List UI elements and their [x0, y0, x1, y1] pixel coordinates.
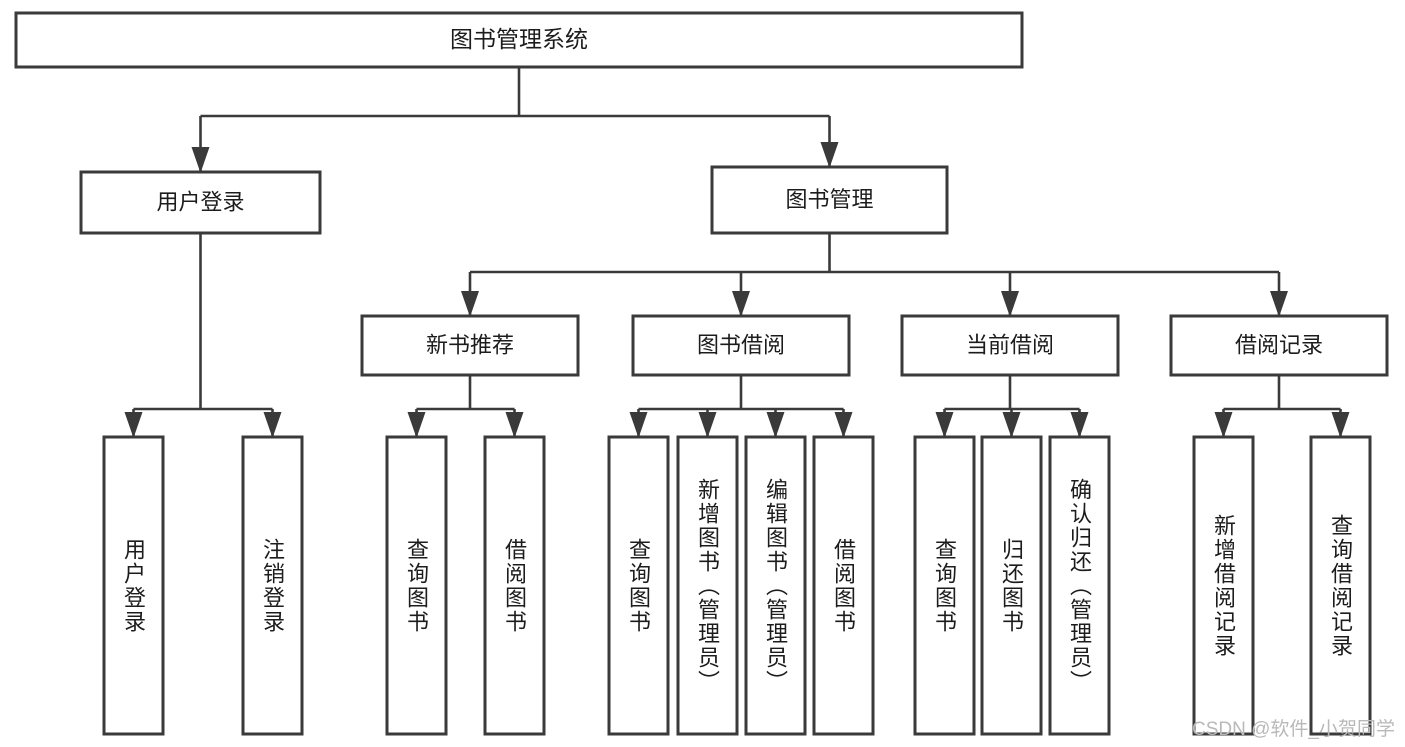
watermark-text: CSDN @软件_小贺同学: [1192, 719, 1395, 740]
node-box-new-book-rec[interactable]: [360, 314, 580, 377]
node-label-root: 图书管理系统: [450, 26, 588, 52]
arrow-head-leaf-add-book: [698, 412, 717, 438]
arrow-head-borrow-record: [1270, 291, 1288, 317]
arrow-head-leaf-query-book-1: [407, 412, 426, 438]
arrow-head-leaf-return-book: [1002, 412, 1021, 438]
node-label-book-manage: 图书管理: [785, 187, 873, 212]
node-label-current-borrow: 当前借阅: [966, 332, 1054, 357]
connector-lines: [124, 67, 1350, 438]
node-box-leaf-logout[interactable]: [241, 435, 304, 736]
node-boxes: [14, 11, 1389, 736]
node-box-borrow-record[interactable]: [1169, 314, 1389, 377]
arrow-head-current-borrow: [1001, 291, 1019, 317]
arrow-head-new-book-rec: [461, 291, 479, 317]
node-box-book-borrow[interactable]: [631, 314, 851, 377]
arrow-head-book-borrow: [732, 291, 750, 317]
arrow-head-leaf-borrow-book-2: [834, 412, 853, 438]
arrow-head-user-login: [191, 147, 210, 173]
node-box-leaf-add-record[interactable]: [1192, 435, 1255, 736]
node-box-leaf-query-book-2[interactable]: [607, 435, 670, 736]
node-label-book-borrow: 图书借阅: [697, 332, 785, 357]
node-box-leaf-edit-book[interactable]: [744, 435, 807, 736]
node-box-leaf-query-book-1[interactable]: [385, 435, 448, 736]
arrow-head-leaf-query-record: [1331, 412, 1350, 438]
arrow-head-book-manage: [820, 142, 839, 168]
arrow-head-leaf-add-record: [1214, 412, 1233, 438]
node-box-leaf-user-login[interactable]: [102, 435, 165, 736]
arrow-head-leaf-edit-book: [766, 412, 785, 438]
arrow-head-leaf-borrow-book-1: [505, 412, 524, 438]
node-box-leaf-add-book[interactable]: [676, 435, 739, 736]
node-box-leaf-confirm-return[interactable]: [1048, 435, 1111, 736]
node-box-leaf-return-book[interactable]: [980, 435, 1043, 736]
node-label-borrow-record: 借阅记录: [1235, 332, 1323, 357]
node-box-book-manage[interactable]: [710, 165, 949, 235]
node-box-current-borrow[interactable]: [900, 314, 1120, 377]
node-box-leaf-query-record[interactable]: [1309, 435, 1372, 736]
arrow-head-leaf-logout: [263, 412, 282, 438]
node-box-user-login[interactable]: [79, 170, 322, 235]
arrow-head-leaf-user-login: [124, 412, 143, 438]
node-box-leaf-borrow-book-1[interactable]: [483, 435, 546, 736]
arrow-head-leaf-confirm-return: [1070, 412, 1089, 438]
arrow-head-leaf-query-book-3: [935, 412, 954, 438]
arrow-head-leaf-query-book-2: [629, 412, 648, 438]
node-box-leaf-borrow-book-2[interactable]: [812, 435, 875, 736]
node-label-new-book-rec: 新书推荐: [426, 332, 514, 357]
node-label-user-login: 用户登录: [156, 189, 244, 214]
node-box-root[interactable]: [14, 11, 1024, 69]
node-box-leaf-query-book-3[interactable]: [913, 435, 976, 736]
